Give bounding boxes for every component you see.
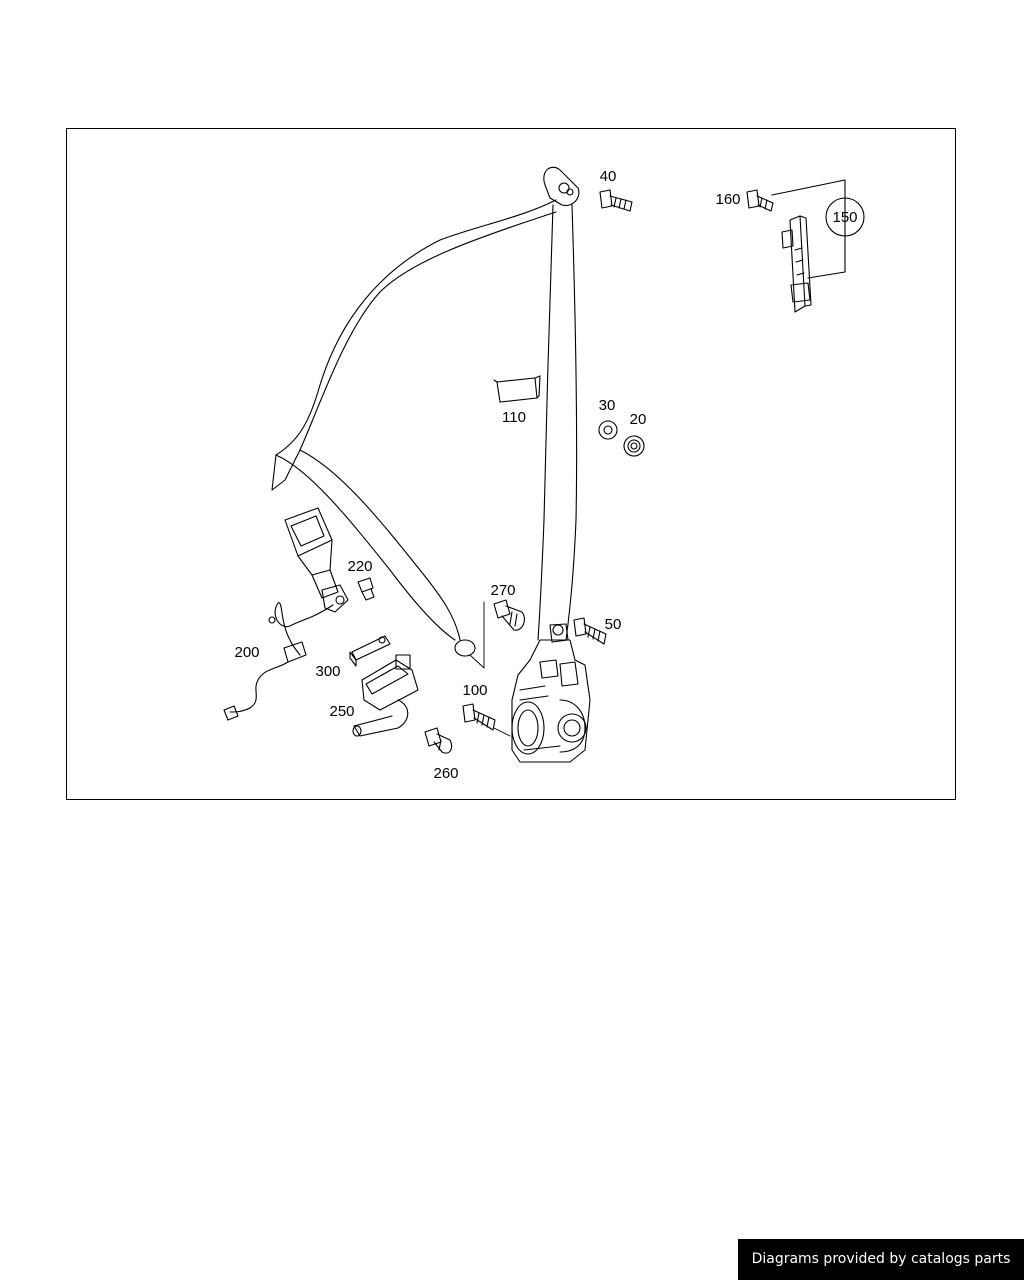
height-adjuster-rail-150 — [771, 179, 865, 313]
trim-cover-110 — [493, 375, 541, 403]
belt-webbing-shoulder — [271, 199, 557, 491]
screw-270 — [493, 599, 525, 631]
retractor-assembly — [511, 623, 591, 763]
callout-50: 50 — [605, 616, 622, 633]
callout-labels: 40 160 150 110 30 20 220 270 50 200 300 … — [234, 168, 857, 782]
callout-200: 200 — [234, 644, 259, 661]
callout-160: 160 — [715, 191, 740, 208]
buckle-assembly — [284, 507, 349, 613]
callout-220: 220 — [347, 558, 372, 575]
nut-20 — [623, 435, 645, 457]
callout-260: 260 — [433, 765, 458, 782]
lower-anchor-250 — [352, 654, 419, 737]
callout-20: 20 — [630, 411, 647, 428]
callout-150: 150 — [832, 209, 857, 226]
screw-260 — [424, 727, 453, 754]
bolt-50 — [573, 617, 607, 645]
clip-300 — [349, 635, 391, 667]
callout-40: 40 — [600, 168, 617, 185]
leader-lines — [469, 601, 511, 737]
callout-100: 100 — [462, 682, 487, 699]
diagram-credit-banner: Diagrams provided by catalogs parts — [738, 1239, 1024, 1280]
screw-220 — [357, 577, 375, 601]
callout-270: 270 — [490, 582, 515, 599]
wiring-harness-200 — [223, 602, 334, 721]
callout-110: 110 — [502, 409, 526, 426]
callout-300: 300 — [315, 663, 340, 680]
bolt-40 — [599, 189, 633, 212]
belt-webbing-vertical — [537, 204, 578, 641]
callout-250: 250 — [329, 703, 354, 720]
bolt-100 — [462, 703, 496, 731]
upper-anchor-fitting — [543, 166, 580, 207]
belt-webbing-lap — [275, 449, 476, 657]
callout-30: 30 — [599, 397, 616, 414]
washer-30 — [598, 420, 618, 440]
bolt-160 — [746, 189, 774, 212]
